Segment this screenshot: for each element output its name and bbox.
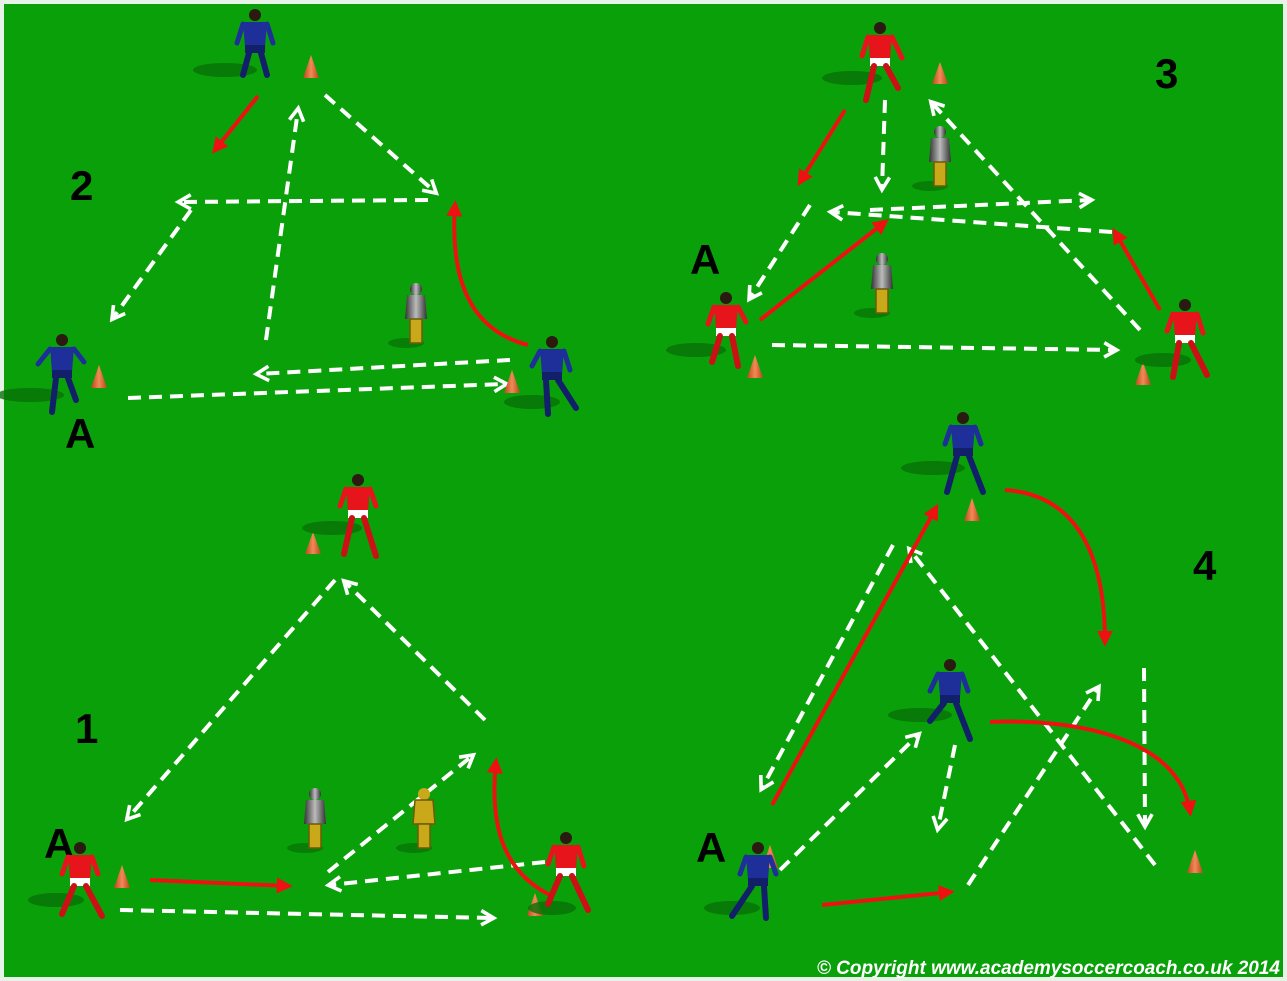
start-label: A <box>696 824 726 871</box>
drill-number: 1 <box>75 705 98 752</box>
drill-number: 3 <box>1155 50 1178 97</box>
drill-number: 4 <box>1193 542 1217 589</box>
start-label: A <box>690 236 720 283</box>
start-label: A <box>65 410 95 457</box>
drill-number: 2 <box>70 162 93 209</box>
copyright-notice: © Copyright www.academysoccercoach.co.uk… <box>817 958 1281 979</box>
